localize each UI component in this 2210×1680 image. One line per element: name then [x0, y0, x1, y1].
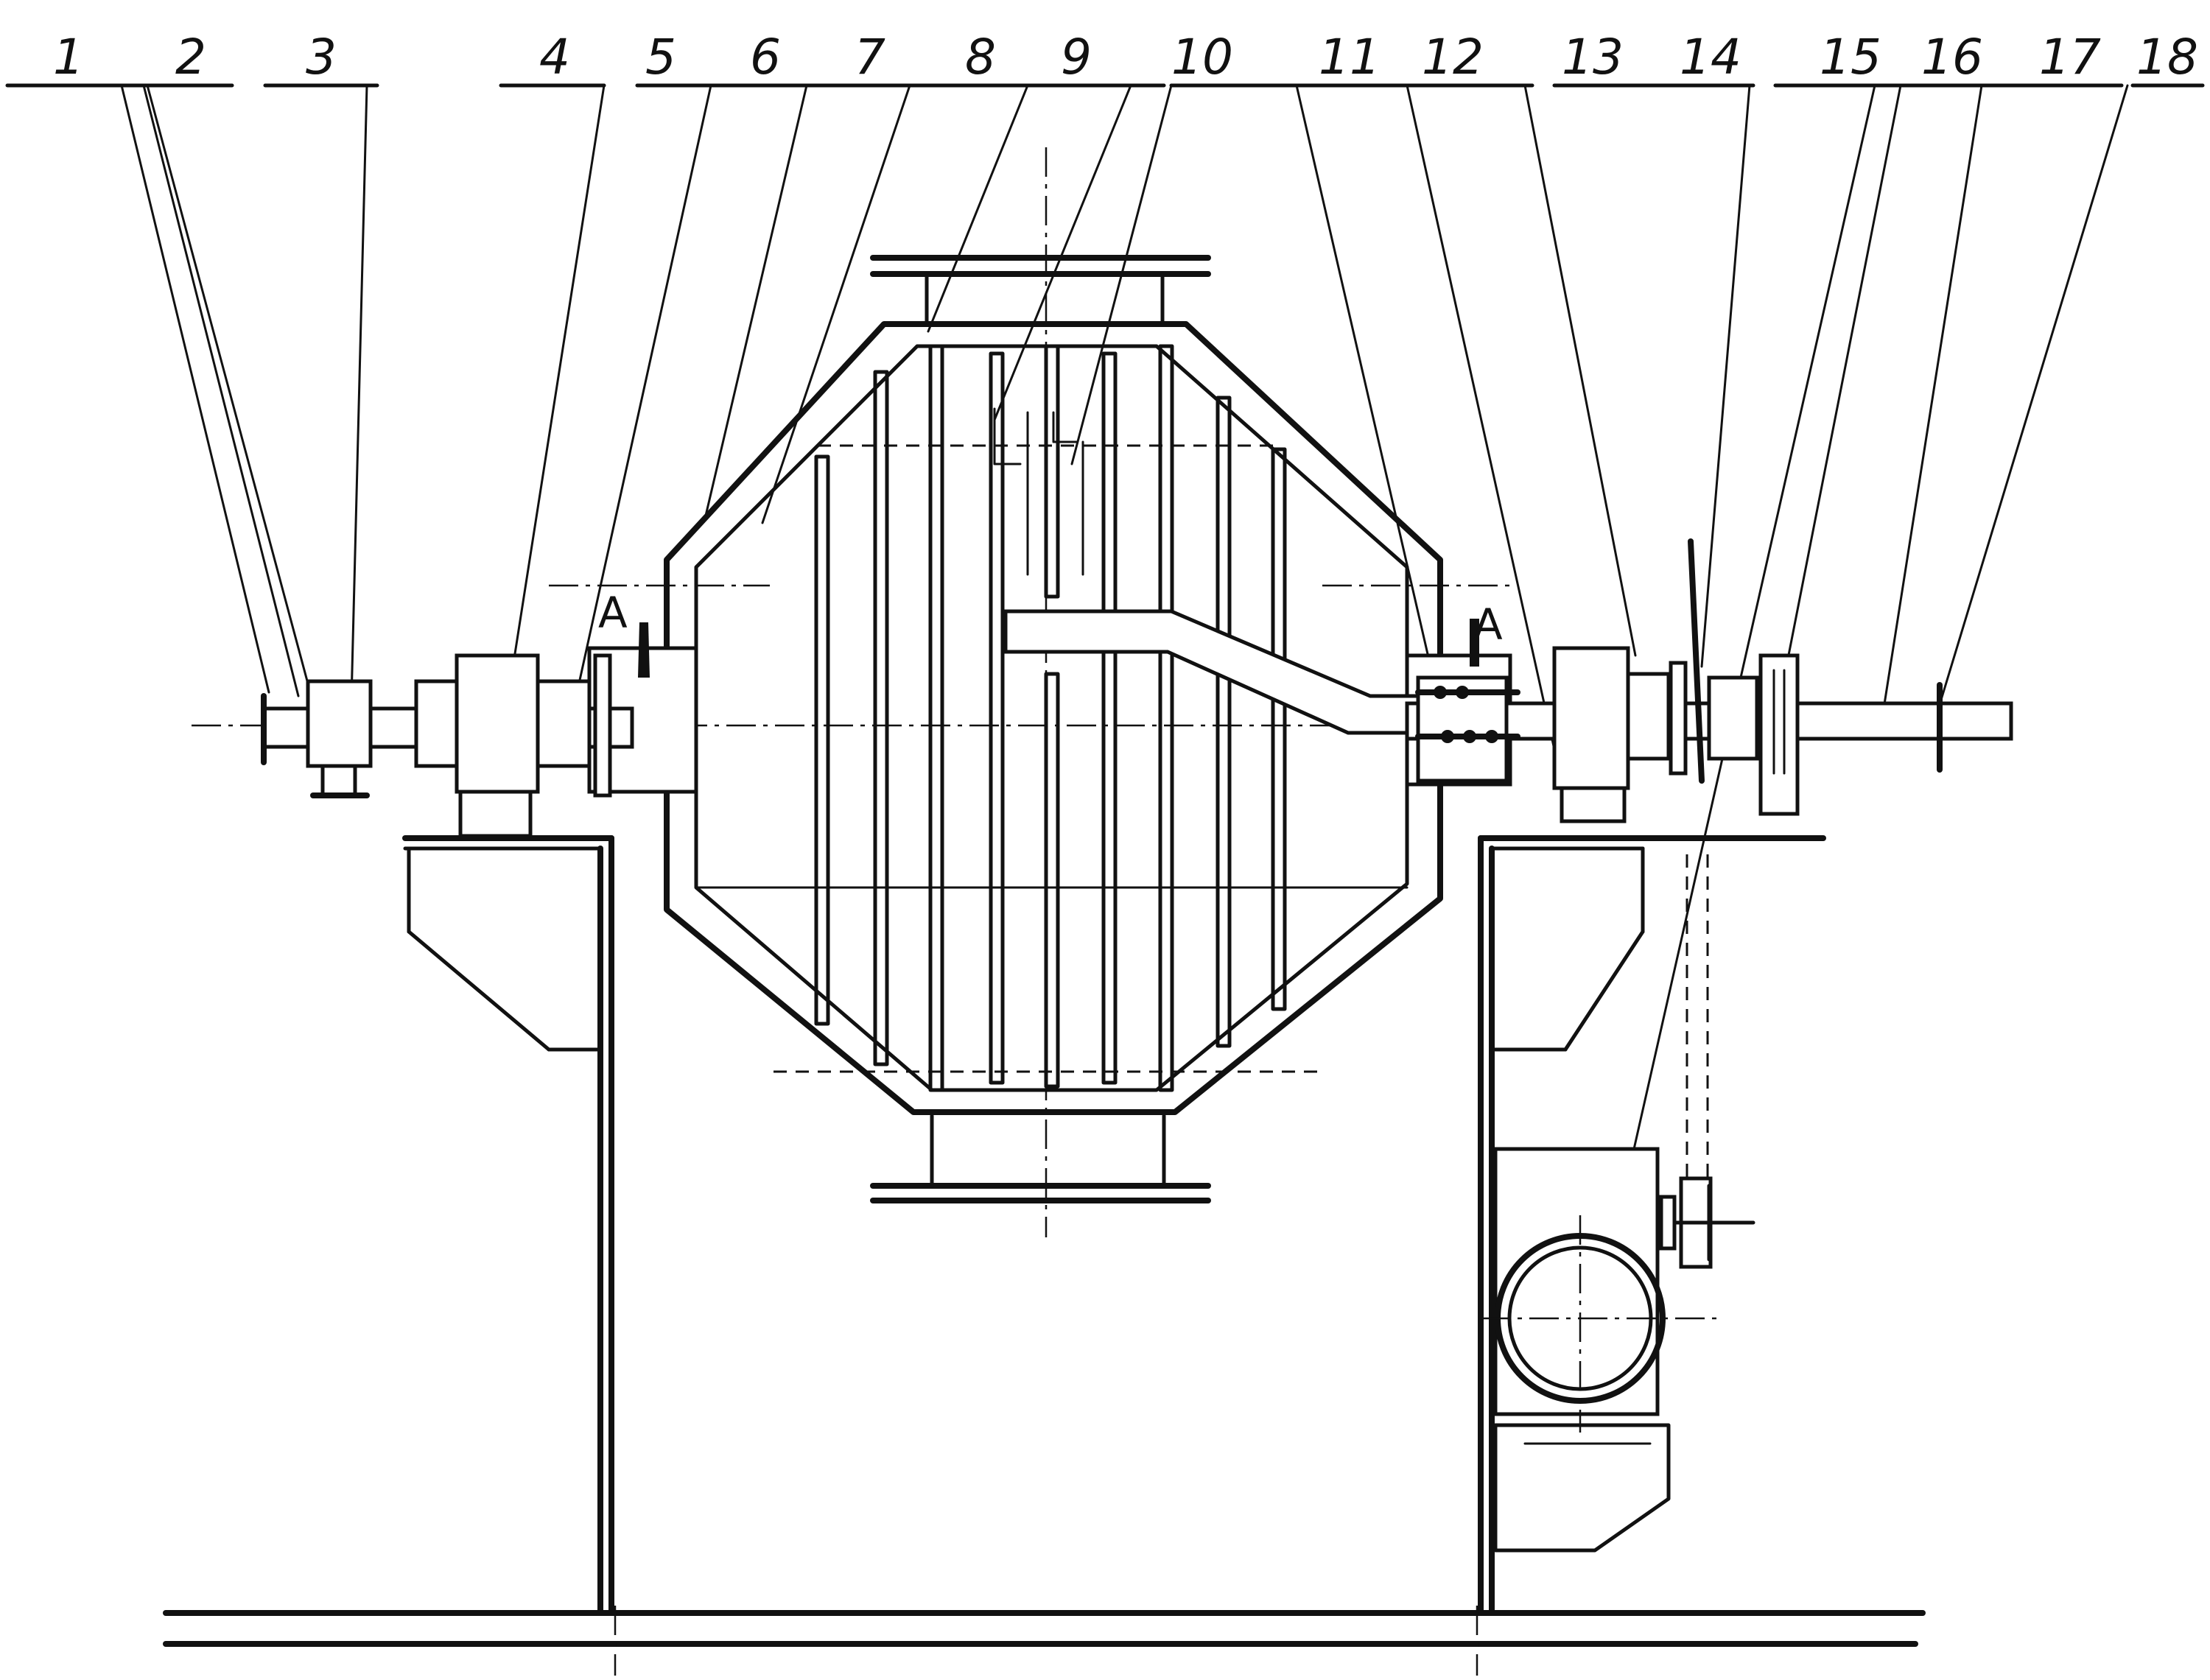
part-label: 14 [1680, 29, 1741, 85]
right-main-bearing [1554, 648, 1628, 788]
left-support-frame [405, 838, 611, 1613]
section-mark-right: A [1473, 600, 1503, 650]
left-main-bearing [457, 656, 538, 792]
part-label: 13 [1562, 29, 1624, 85]
part-label: 3 [306, 29, 337, 85]
part-label: 2 [175, 29, 206, 85]
part-label: 4 [539, 29, 570, 85]
right-bearing-block [1761, 656, 1797, 814]
right-support-frame [1481, 838, 1823, 1613]
heating-tubes [816, 346, 1285, 1090]
part-number-labels: 1 2 3 4 5 6 7 8 9 10 11 12 13 14 15 16 1… [53, 29, 2198, 85]
part-label: 11 [1319, 29, 1381, 85]
part-label: 6 [750, 29, 781, 85]
left-bearing-block [308, 681, 371, 766]
part-label: 12 [1422, 29, 1484, 85]
base [166, 1606, 1923, 1676]
part-label: 7 [855, 29, 885, 85]
part-label: 16 [1921, 29, 1983, 85]
sprocket-wheel [1671, 663, 1685, 773]
part-label: 8 [965, 29, 996, 85]
dryer-drum [589, 258, 1510, 1201]
part-label: 1 [53, 29, 84, 85]
part-label: 10 [1171, 29, 1233, 85]
part-label: 17 [2039, 29, 2101, 85]
part-label: 9 [1061, 29, 1092, 85]
part-label: 15 [1820, 29, 1881, 85]
part-label: 5 [645, 29, 676, 85]
part-label: 18 [2136, 29, 2198, 85]
section-mark-left: A [598, 588, 628, 638]
